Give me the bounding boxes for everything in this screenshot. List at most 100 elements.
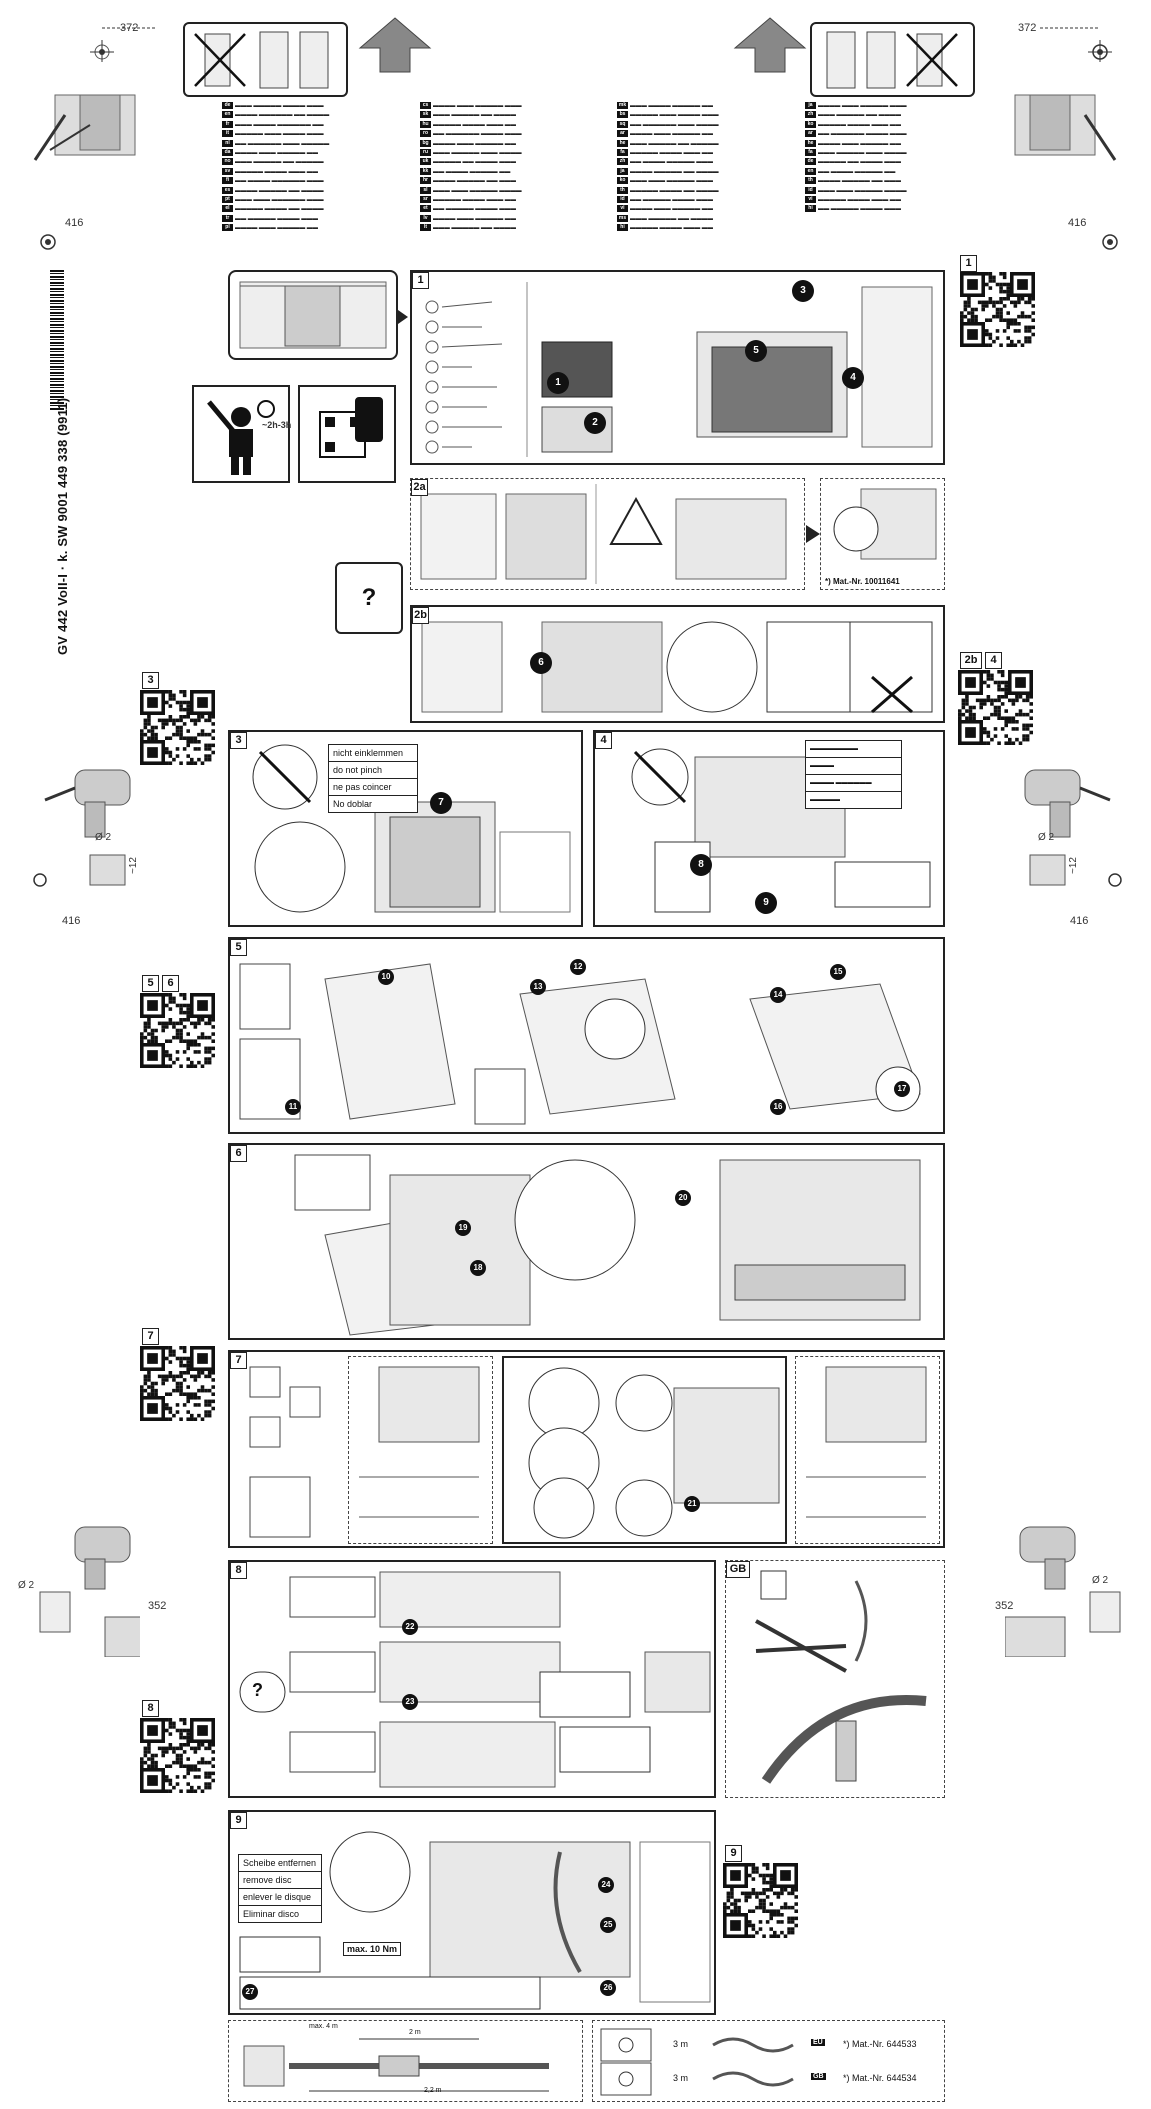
qr-code[interactable] <box>140 1718 215 1793</box>
callout-24: 24 <box>598 1877 614 1893</box>
drill-icon <box>1024 769 1122 887</box>
step-9-note-box: Scheibe entfernen remove disc enlever le… <box>238 1854 322 1923</box>
callout-15: 15 <box>830 964 846 980</box>
callout-18: 18 <box>470 1260 486 1276</box>
step-7-center: 21 <box>502 1356 787 1544</box>
crosshair-icon <box>1102 234 1118 250</box>
barcode <box>50 270 64 410</box>
qr-code[interactable] <box>723 1863 798 1938</box>
dimension-416-mid-left: 416 <box>62 915 81 927</box>
check-hinge-icon <box>826 31 958 89</box>
crosshair-416-right <box>1100 232 1120 252</box>
qr-code[interactable] <box>140 690 215 765</box>
step-3-illustration <box>252 744 571 913</box>
step-2a-panel: 2a <box>410 478 805 590</box>
crosshair-icon <box>90 27 155 62</box>
qr-code[interactable] <box>140 993 215 1068</box>
note-line: ▬▬▬▬ ▬▬▬▬▬▬ <box>806 775 901 792</box>
drill-left <box>30 760 140 890</box>
qr-label: 9 <box>725 1845 742 1862</box>
dimension-352-left: 352 <box>148 1600 167 1612</box>
dimension-416-top-left: 416 <box>65 217 84 229</box>
step-number: 5 <box>230 939 247 956</box>
install-figure-overview <box>228 270 398 360</box>
step-1-illustration <box>425 282 933 457</box>
callout-25: 25 <box>600 1917 616 1933</box>
note-line: No doblar <box>333 799 373 809</box>
header-box-right <box>810 22 975 97</box>
hose-extension-panel: max. 4 m 2 m 2,2 m <box>228 2020 583 2102</box>
detail-illustration <box>528 1367 780 1539</box>
qr-label: 3 <box>142 672 159 689</box>
corner-sketch-right <box>1010 85 1120 165</box>
callout-13: 13 <box>530 979 546 995</box>
step-4-panel: 4 ▬▬▬▬▬▬▬▬ ▬▬▬▬ ▬▬▬▬ ▬▬▬▬▬▬ ▬▬▬▬▬ 8 9 <box>593 730 945 927</box>
step-9-panel: 9 Scheibe entfernen remove disc enlever … <box>228 1810 716 2015</box>
question-box: ? <box>335 562 403 634</box>
qr-label: 8 <box>142 1700 159 1717</box>
language-column-3: mk▬▬▬ ▬▬▬▬ ▬▬▬▬▬ ▬▬ bs▬▬▬▬▬ ▬▬▬ ▬▬▬▬ ▬▬▬… <box>617 102 719 232</box>
callout-20: 20 <box>675 1190 691 1206</box>
callout-22: 22 <box>402 1619 418 1635</box>
step-number: 7 <box>230 1352 247 1369</box>
step-number: 2a <box>411 479 428 496</box>
qr-label: 7 <box>142 1328 159 1345</box>
app-icon-box <box>298 385 396 483</box>
arrow-up-right <box>730 15 810 75</box>
drill-icon <box>1005 1526 1121 1657</box>
accessory-panel: 3 m EU *) Mat.-Nr. 644533 3 m GB *) Mat.… <box>592 2020 945 2102</box>
qr-code[interactable] <box>960 272 1035 347</box>
callout-2: 2 <box>584 412 606 434</box>
drill-depth-left: ~12 <box>127 857 139 874</box>
note-line: enlever le disque <box>239 1889 321 1906</box>
step-3-panel: 3 nicht einklemmen do not pinch ne pas c… <box>228 730 583 927</box>
arrow-right-icon <box>398 310 408 324</box>
note-line: nicht einklemmen <box>329 745 417 762</box>
dimension-372-left: 372 <box>120 22 139 34</box>
step-number: 9 <box>230 1812 247 1829</box>
dimension-416-mid-right: 416 <box>1070 915 1089 927</box>
note-line: Scheibe entfernen <box>239 1855 321 1872</box>
arrow-up-icon <box>358 17 432 73</box>
qr-code[interactable] <box>958 670 1033 745</box>
callout-8: 8 <box>690 854 712 876</box>
callout-12: 12 <box>570 959 586 975</box>
header-box-left <box>183 22 348 97</box>
callout-9: 9 <box>755 892 777 914</box>
step-3-note-box: nicht einklemmen do not pinch ne pas coi… <box>328 744 418 813</box>
callout-1: 1 <box>547 372 569 394</box>
step-7-illustration <box>249 1366 321 1538</box>
step-1-panel: 1 1 2 3 4 5 <box>410 270 945 465</box>
gb-illustration <box>755 1570 927 1784</box>
accessory-mat-nr: *) Mat.-Nr. 644534 <box>843 2073 917 2083</box>
callout-16: 16 <box>770 1099 786 1115</box>
step-8-panel: 8 ? 22 23 <box>228 1560 716 1798</box>
drill-right-bottom <box>1005 1522 1125 1657</box>
qr-code[interactable] <box>140 1346 215 1421</box>
gb-panel: GB <box>725 1560 945 1798</box>
step-2b-panel: 2b 6 <box>410 605 945 723</box>
corner-sketch-left <box>30 85 140 165</box>
detail-illustration <box>359 1366 480 1518</box>
question-icon: ? <box>252 1680 263 1700</box>
callout-17: 17 <box>894 1081 910 1097</box>
language-column-2: cs▬▬▬▬ ▬▬▬ ▬▬▬▬▬ ▬▬▬ sk▬▬▬ ▬▬▬▬▬ ▬▬ ▬▬▬▬… <box>420 102 595 233</box>
step-7-panel: 7 21 <box>228 1350 945 1548</box>
step-number: 2b <box>412 607 429 624</box>
note-line: remove disc <box>239 1872 321 1889</box>
hose-extension-illustration <box>243 2038 549 2092</box>
step-7-detail-right <box>795 1356 940 1544</box>
step-7-detail-left <box>348 1356 493 1544</box>
dimension-352-right: 352 <box>995 1600 1014 1612</box>
hose-length-max: max. 4 m <box>309 2023 338 2030</box>
step-number: 8 <box>230 1562 247 1579</box>
note-line: Eliminar disco <box>243 1909 300 1919</box>
accessory-mat-nr: *) Mat.-Nr. 644533 <box>843 2039 917 2049</box>
callout-6: 6 <box>530 652 552 674</box>
qr-label: 1 <box>960 255 977 272</box>
product-code: GV 442 VoII-I · k. SW 9001 449 338 (9911… <box>55 397 70 655</box>
drill-left-bottom <box>30 1522 140 1657</box>
technician-icon-box <box>192 385 290 483</box>
question-icon: ? <box>361 584 377 611</box>
crosshair-icon <box>1040 27 1112 62</box>
